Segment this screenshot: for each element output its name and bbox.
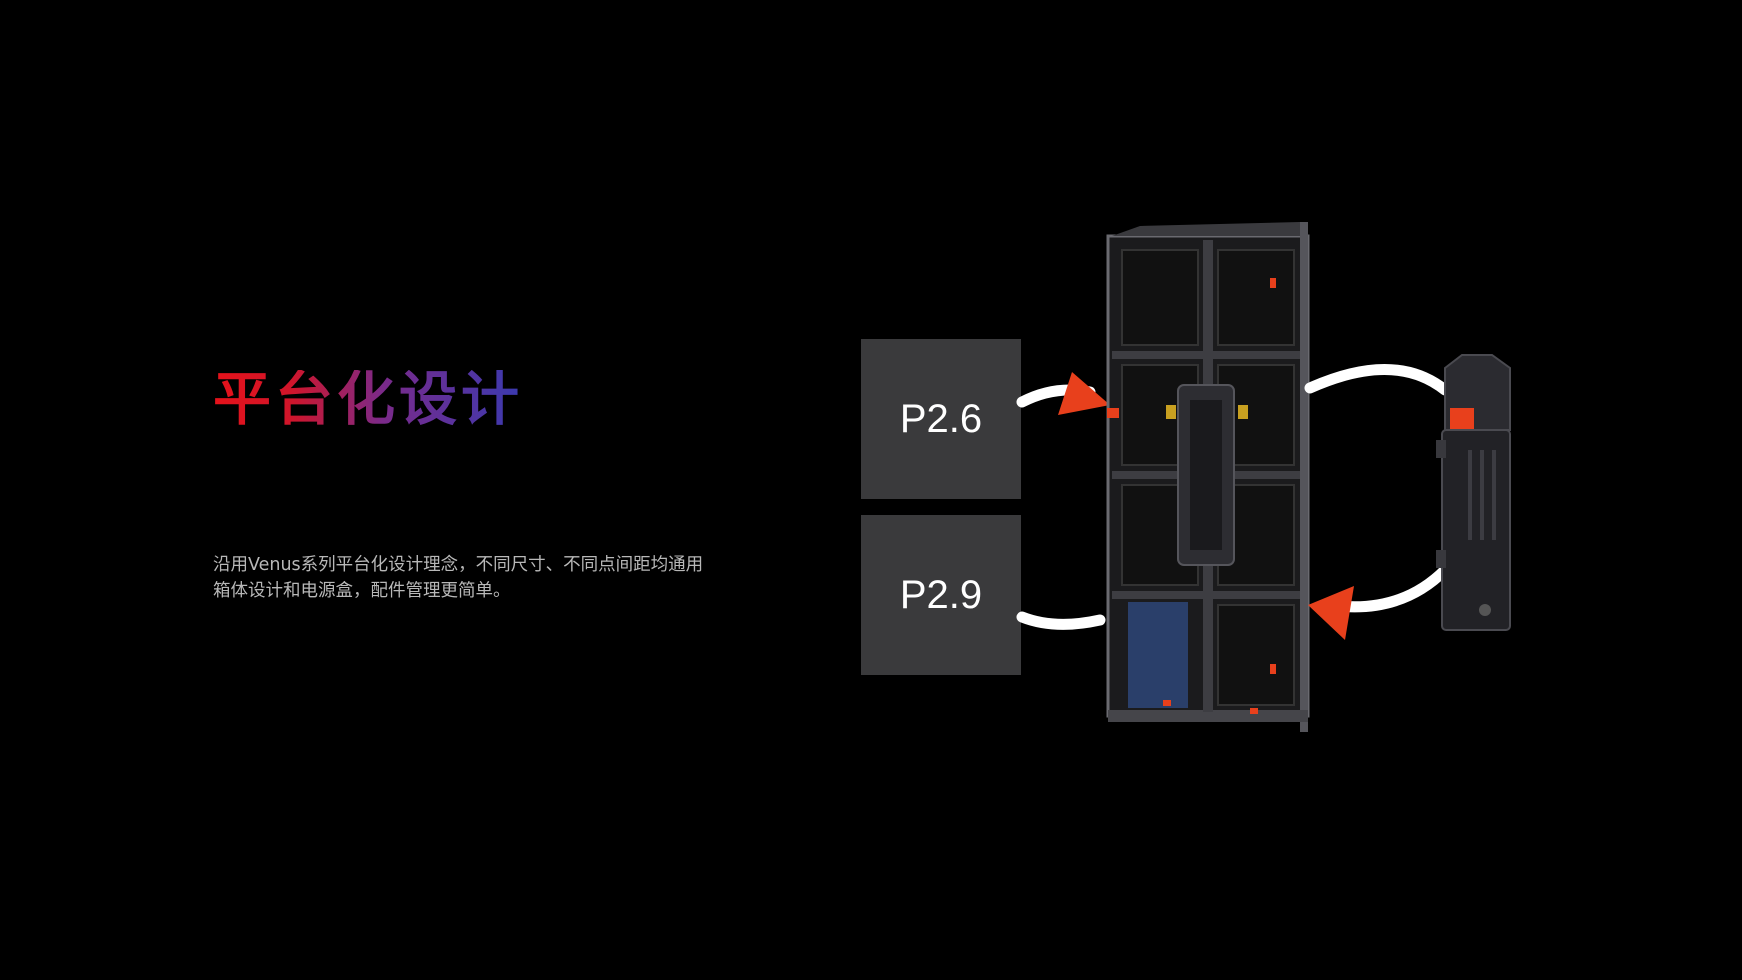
description-line-1: 沿用Venus系列平台化设计理念，不同尺寸、不同点间距均通用 — [213, 555, 704, 575]
power-box-illustration — [1436, 354, 1511, 631]
description: 沿用Venus系列平台化设计理念，不同尺寸、不同点间距均通用 箱体设计和电源盒，… — [213, 552, 803, 604]
module-p26-label: P2.6 — [899, 396, 983, 441]
page-title: 平台化设计 — [213, 365, 524, 433]
module-p29-box: P2.9 — [861, 515, 1021, 675]
module-p26-box: P2.6 — [861, 339, 1021, 499]
swap-arrow-icon — [1016, 372, 1110, 630]
cabinet-illustration — [1106, 222, 1310, 732]
module-p29-label: P2.9 — [899, 572, 983, 617]
description-line-2: 箱体设计和电源盒，配件管理更简单。 — [213, 581, 511, 601]
